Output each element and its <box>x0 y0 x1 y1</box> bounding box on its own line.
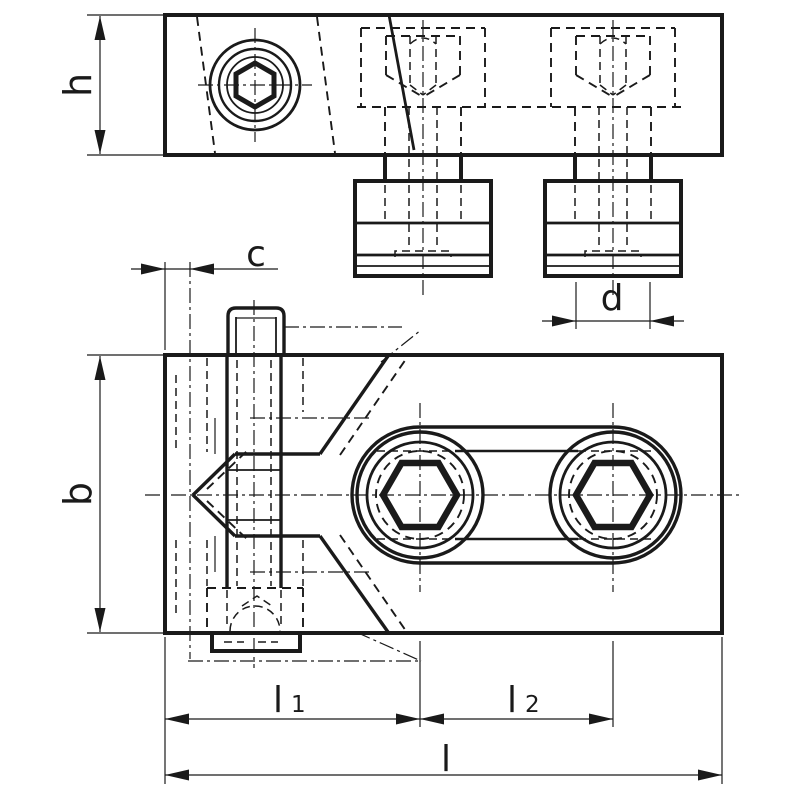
dim-l-label: l <box>441 739 451 780</box>
arrowhead-right-icon <box>589 713 613 725</box>
dim-b-label: b <box>56 482 100 506</box>
arrowhead-up-icon <box>94 16 106 40</box>
t-nut-left <box>353 155 493 278</box>
dim-l2-sub: 2 <box>525 692 540 718</box>
dim-l1-sub: 1 <box>291 692 306 718</box>
slot-with-screws <box>350 403 683 592</box>
arrowhead-down-icon <box>94 608 106 632</box>
v-notch <box>175 329 422 662</box>
arrowhead-down-icon <box>94 130 106 154</box>
front-view: b c l 1 l 2 <box>56 234 742 784</box>
arrowhead-left-icon <box>650 315 674 327</box>
top-view: h d <box>56 13 724 329</box>
arrowhead-left-icon <box>190 263 214 275</box>
dim-l1-label: l <box>273 680 283 721</box>
dimension-b: b <box>56 354 165 634</box>
dim-h-label: h <box>56 73 100 97</box>
top-view-block-outline <box>163 13 724 157</box>
dim-d-label: d <box>601 278 624 319</box>
hidden-screw-left <box>360 20 486 298</box>
arrowhead-right-icon <box>141 263 165 275</box>
hex-socket-icon <box>379 459 461 531</box>
dimension-l1-l2-l: l 1 l 2 l <box>164 637 723 784</box>
arrowhead-right-icon <box>552 315 576 327</box>
dim-c-label: c <box>246 234 266 275</box>
stud-top <box>226 306 402 355</box>
hex-socket-icon <box>572 459 654 531</box>
arrowhead-left-icon <box>165 713 189 725</box>
arrowhead-left-icon <box>420 713 444 725</box>
bolt-nut-bottom <box>206 587 304 653</box>
dim-l2-label: l <box>507 680 517 721</box>
screw-head-circular-view <box>198 28 312 142</box>
arrowhead-right-icon <box>396 713 420 725</box>
dimension-d: d <box>542 278 684 329</box>
t-nut-right <box>543 155 683 278</box>
dimension-c: c <box>131 234 278 350</box>
clamping-bolt <box>225 300 283 668</box>
dimension-h: h <box>56 14 165 156</box>
hidden-screw-right <box>550 20 676 298</box>
front-view-block-outline <box>163 353 724 635</box>
arrowhead-left-icon <box>165 769 189 781</box>
arrowhead-up-icon <box>94 356 106 380</box>
arrowhead-right-icon <box>698 769 722 781</box>
